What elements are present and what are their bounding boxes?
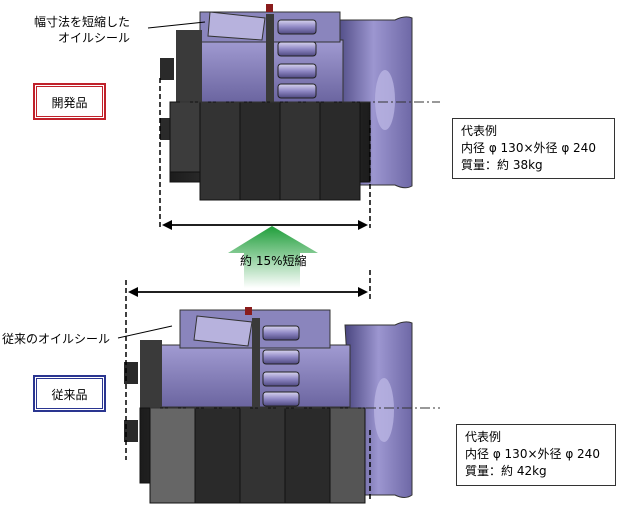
conventional-width-arrow	[128, 287, 368, 297]
developed-bearing	[160, 4, 440, 201]
new-seal-line1: 幅寸法を短縮した	[34, 15, 131, 29]
conventional-spec-size: 内径 φ 130×外径 φ 240	[465, 447, 600, 461]
developed-width-arrow	[162, 220, 368, 230]
conventional-spec-title: 代表例	[465, 430, 502, 444]
developed-spec-size: 内径 φ 130×外径 φ 240	[461, 141, 596, 155]
conventional-seal-leader	[117, 325, 173, 339]
developed-spec-box: 代表例 内径 φ 130×外径 φ 240 質量：約 38kg	[452, 118, 615, 179]
new-seal-line2: オイルシール	[58, 31, 131, 45]
conventional-seal-annotation: 従来のオイルシール	[2, 332, 111, 346]
conventional-bearing	[124, 307, 440, 504]
developed-label-box: 開発品	[33, 83, 106, 120]
conventional-spec-box: 代表例 内径 φ 130×外径 φ 240 質量：約 42kg	[456, 424, 616, 486]
developed-spec-mass: 質量：約 38kg	[461, 158, 543, 172]
reduction-arrow	[228, 226, 318, 288]
new-seal-annotation: 幅寸法を短縮した オイルシール	[28, 14, 130, 46]
conventional-label: 従来品	[51, 388, 88, 402]
reduction-label: 約 15%短縮	[240, 254, 307, 268]
conventional-label-box: 従来品	[33, 375, 106, 412]
new-seal-leader	[147, 21, 206, 29]
conventional-spec-mass: 質量：約 42kg	[465, 464, 547, 478]
developed-label: 開発品	[51, 96, 88, 110]
developed-spec-title: 代表例	[461, 124, 498, 138]
